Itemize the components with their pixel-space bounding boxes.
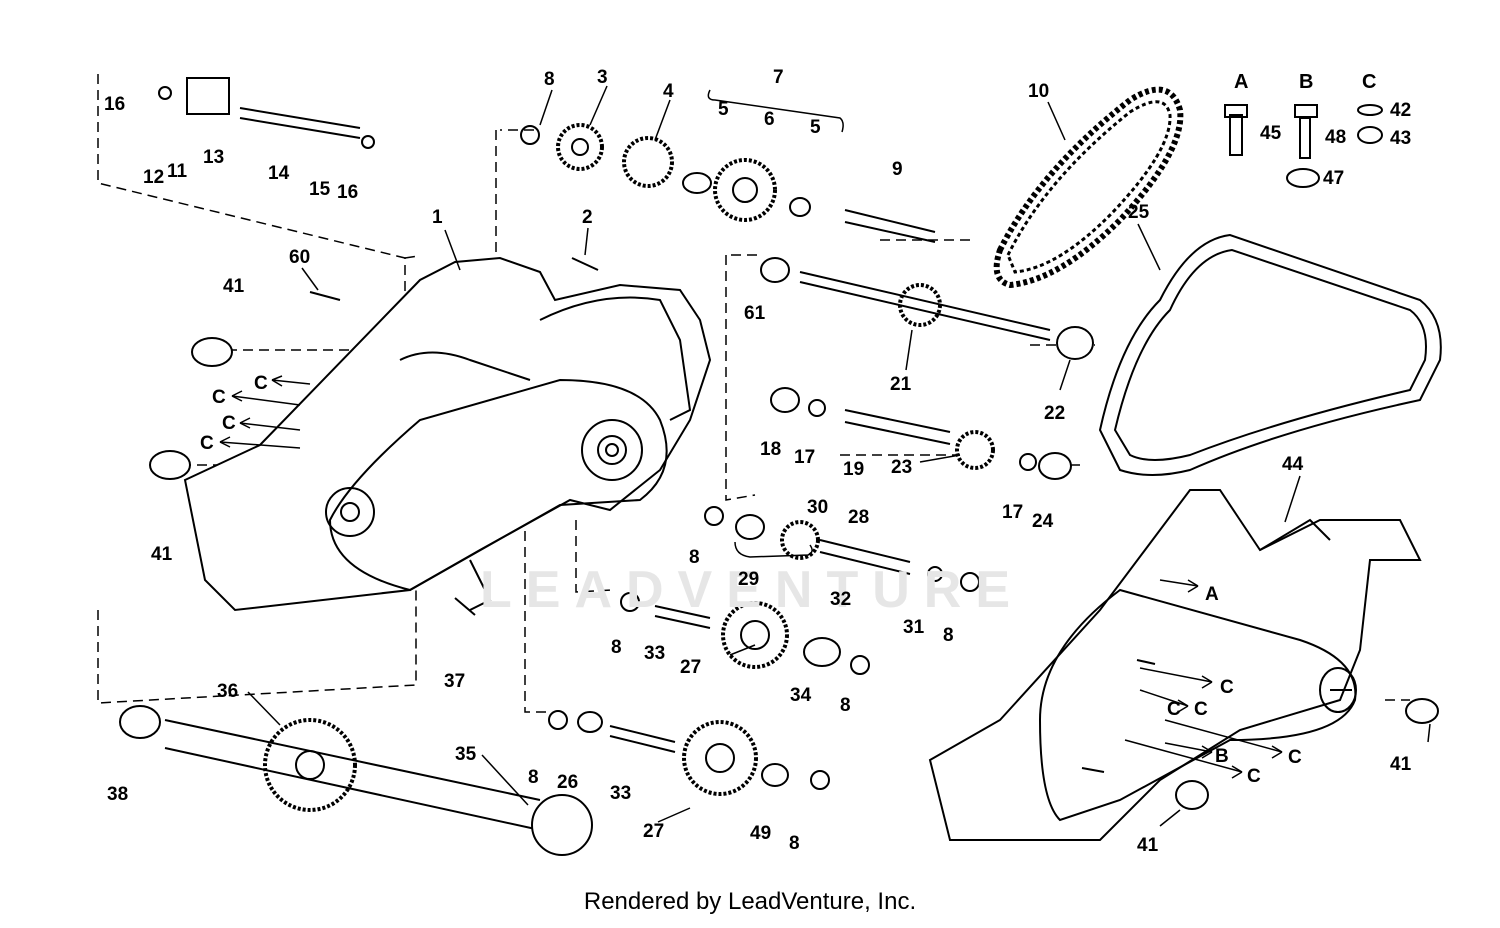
part-callout-61: 61 [744,303,766,324]
arrow-letter-c: C [254,373,268,394]
part-callout-38: 38 [107,784,129,805]
part-callout-25: 25 [1128,202,1150,223]
hardware-key-c: C [1362,71,1377,93]
part-callout-11: 11 [167,161,188,182]
part-callout-48: 48 [1325,127,1347,148]
part-callout-8: 8 [544,69,555,90]
part-callout-14: 14 [268,163,290,184]
part-callout-17: 17 [1002,502,1024,523]
part-callout-22: 22 [1044,403,1066,424]
part-callout-26: 26 [557,772,579,793]
part-callout-41: 41 [1390,754,1412,775]
shafts [164,107,1051,831]
arrow-letter-c: C [212,387,226,408]
hardware-key-a: A [1234,71,1249,93]
part-callout-27: 27 [680,657,702,678]
part-callout-3: 3 [597,67,608,88]
part-callout-8: 8 [611,637,622,658]
part-callout-1: 1 [432,207,443,228]
part-callout-8: 8 [943,625,954,646]
right-housing [928,489,1422,841]
part-callout-33: 33 [644,643,666,664]
part-callout-43: 43 [1390,128,1412,149]
arrow-letter-c: C [1167,699,1181,720]
part-callout-41: 41 [223,276,245,297]
arrows [219,375,1283,779]
footer-credit: Rendered by LeadVenture, Inc. [583,888,917,915]
arrow-letter-c: C [222,413,236,434]
bushings [119,172,1439,856]
part-callout-21: 21 [890,374,912,395]
arrow-letter-c: C [200,433,214,454]
part-callout-17: 17 [794,447,816,468]
part-callout-32: 32 [830,589,852,610]
gasket [1098,233,1442,476]
part-callout-45: 45 [1260,123,1282,144]
part-callout-41: 41 [151,544,173,565]
part-callout-18: 18 [760,439,782,460]
part-callout-29: 29 [738,569,760,590]
part-callout-6: 6 [764,109,775,130]
part-callout-34: 34 [790,685,812,706]
part-callout-7: 7 [773,67,784,88]
part-callout-31: 31 [903,617,925,638]
part-callout-24: 24 [1032,511,1054,532]
part-callout-10: 10 [1028,81,1050,102]
part-callout-8: 8 [528,767,539,788]
arrow-letter-a: A [1205,584,1219,605]
part-callout-16: 16 [337,182,359,203]
arrow-letter-c: C [1288,747,1302,768]
part-callout-15: 15 [309,179,331,200]
part-callout-13: 13 [203,147,225,168]
part-callout-42: 42 [1390,100,1412,121]
chain [993,86,1184,289]
part-callout-44: 44 [1282,454,1304,475]
washers [158,86,1037,790]
arrow-letter-c: C [1220,677,1234,698]
part-callout-60: 60 [289,247,311,268]
part-callout-5: 5 [810,117,821,138]
part-callout-19: 19 [843,459,865,480]
part-callout-27: 27 [643,821,665,842]
arrow-letter-c: C [1194,699,1208,720]
part-callout-8: 8 [689,547,700,568]
part-callout-33: 33 [610,783,632,804]
part-callout-41: 41 [1137,835,1159,856]
arrow-letter-b: B [1215,746,1229,767]
part-callout-23: 23 [891,457,913,478]
part-callout-8: 8 [840,695,851,716]
part-callout-30: 30 [807,497,829,518]
hardware-key-b: B [1299,71,1314,93]
part-callout-4: 4 [663,81,674,102]
left-housing [183,256,712,616]
part-callout-12: 12 [143,167,165,188]
part-callout-35: 35 [455,744,477,765]
arrow-letter-c: C [1247,766,1261,787]
hardware [186,77,1383,773]
part-callout-37: 37 [444,671,466,692]
part-callout-36: 36 [217,681,239,702]
part-callout-16: 16 [104,94,126,115]
part-callout-28: 28 [848,507,870,528]
part-callout-9: 9 [892,159,903,180]
part-callout-5: 5 [718,99,729,120]
part-callout-2: 2 [582,207,593,228]
callout-leaders [247,85,1431,827]
part-callout-49: 49 [750,823,772,844]
part-callout-47: 47 [1323,168,1345,189]
watermark: LEADVENTURE [480,561,1025,619]
part-callout-8: 8 [789,833,800,854]
gears [263,123,995,812]
